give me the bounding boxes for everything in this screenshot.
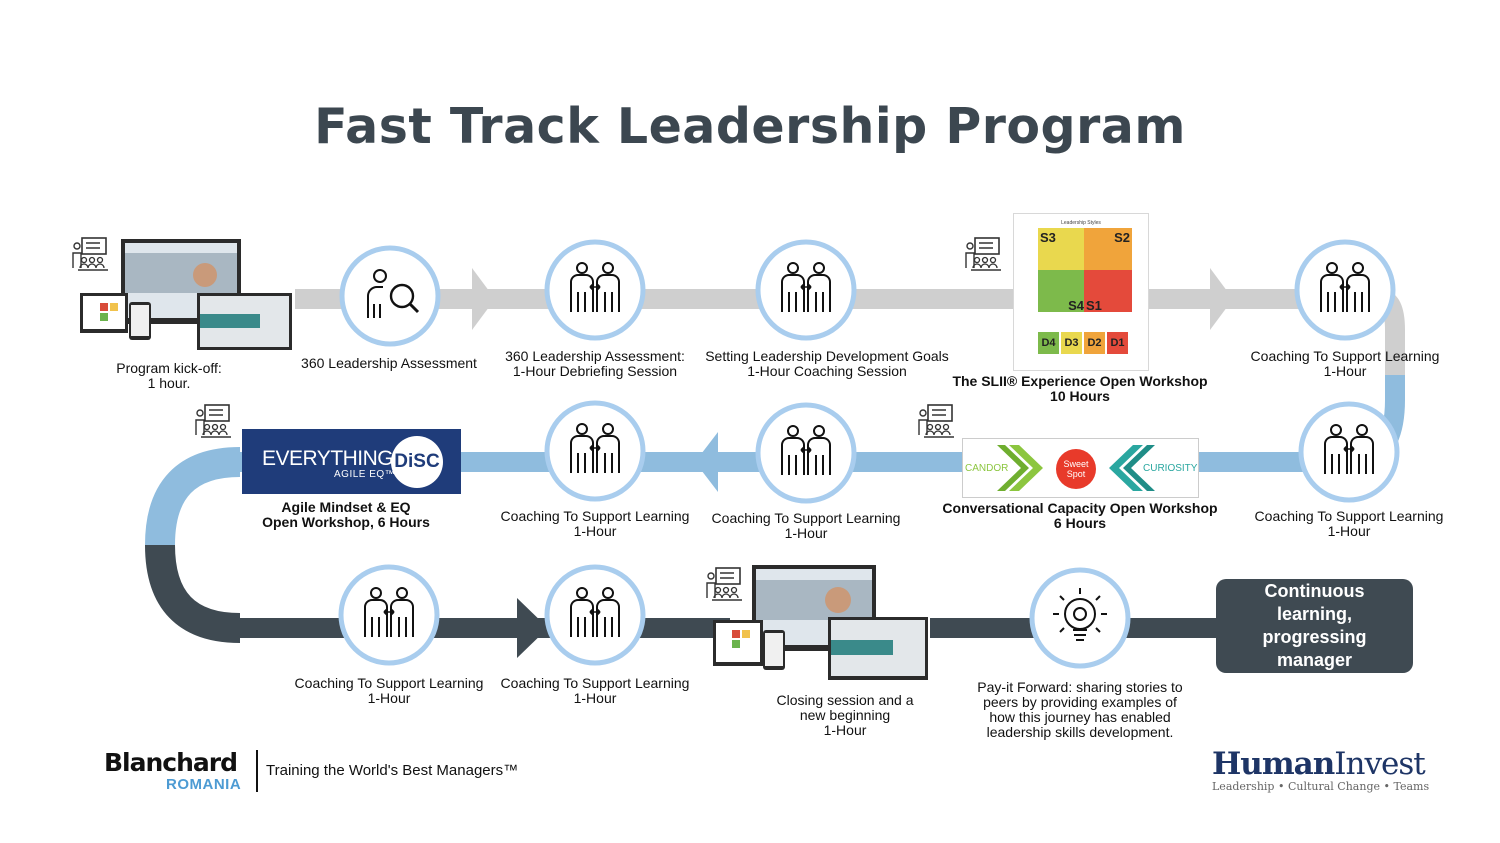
magnifier-person-icon [367, 269, 420, 318]
devices-image-closing [713, 565, 928, 680]
cc-sweet-spot: Sweet Spot [1056, 449, 1096, 489]
slii-level-d3: D3 [1061, 332, 1082, 354]
slii-level-d1: D1 [1107, 332, 1128, 354]
classroom-icon [965, 237, 1002, 271]
step-circle-payforward [1029, 567, 1131, 669]
step-circle-coach6 [544, 564, 646, 666]
continuous-learning-text: Continuous learning, progressing manager [1262, 581, 1367, 670]
cc-candor-label: CANDOR [965, 463, 1009, 474]
slii-model-graphic: Leadership Styles S3 S2 S4 S1 D4 D3 D2 D… [1013, 213, 1149, 371]
page-title: Fast Track Leadership Program [314, 98, 1186, 155]
label-assessment: 360 Leadership Assessment [301, 355, 477, 371]
blanchard-tagline: Training the World's Best Managers™ [266, 762, 519, 779]
classroom-icon [195, 404, 232, 438]
blanchard-logo: Blanchard ROMANIA Training the World's B… [104, 748, 518, 793]
slii-level-d2: D2 [1084, 332, 1105, 354]
slii-style-s4: S4 [1038, 270, 1086, 313]
step-circle-coach3 [755, 402, 857, 504]
humaninvest-tagline: Leadership • Cultural Change • Teams [1212, 780, 1430, 793]
step-circle-debrief [544, 239, 646, 341]
humaninvest-wordmark: HumanInvest [1212, 746, 1426, 782]
devices-image-kickoff [80, 239, 292, 350]
humaninvest-logo: HumanInvest Leadership • Cultural Change… [1212, 746, 1429, 793]
disc-agile-text: AGILE EQ™ [334, 469, 396, 480]
slii-level-d4: D4 [1038, 332, 1059, 354]
lightbulb-gear-icon [1053, 588, 1107, 641]
slii-style-s2: S2 [1084, 228, 1132, 270]
classroom-icon [706, 567, 743, 601]
cc-chevrons [997, 445, 1155, 491]
classroom-icon [72, 237, 109, 271]
step-circle-coach1 [1294, 239, 1396, 341]
label-kickoff: Program kick-off:1 hour. [116, 360, 222, 391]
cc-curiosity-label: CURIOSITY [1143, 463, 1198, 474]
label-debrief: 360 Leadership Assessment:1-Hour Debrief… [505, 348, 685, 379]
everything-disc-logo: EVERYTHING DiSC AGILE EQ™ [242, 429, 461, 494]
blanchard-wordmark: Blanchard [104, 748, 238, 777]
blanchard-romania: ROMANIA [166, 776, 242, 793]
step-circle-coach2 [1298, 401, 1400, 503]
disc-everything-text: EVERYTHING [262, 447, 394, 470]
classroom-icon [918, 404, 955, 438]
slii-style-s3: S3 [1038, 228, 1086, 270]
slii-style-s1: S1 [1084, 270, 1132, 313]
step-circle-goals [755, 239, 857, 341]
logo-divider [256, 750, 258, 792]
step-circle-coach4 [544, 400, 646, 502]
conversational-capacity-graphic: CANDOR Sweet Spot CURIOSITY [962, 438, 1199, 498]
step-circle-assessment [339, 245, 441, 347]
disc-badge: DiSC [391, 436, 443, 488]
step-circle-coach5 [338, 564, 440, 666]
slii-header: Leadership Styles [1061, 220, 1101, 226]
continuous-learning-box: Continuous learning, progressing manager [1216, 579, 1413, 673]
